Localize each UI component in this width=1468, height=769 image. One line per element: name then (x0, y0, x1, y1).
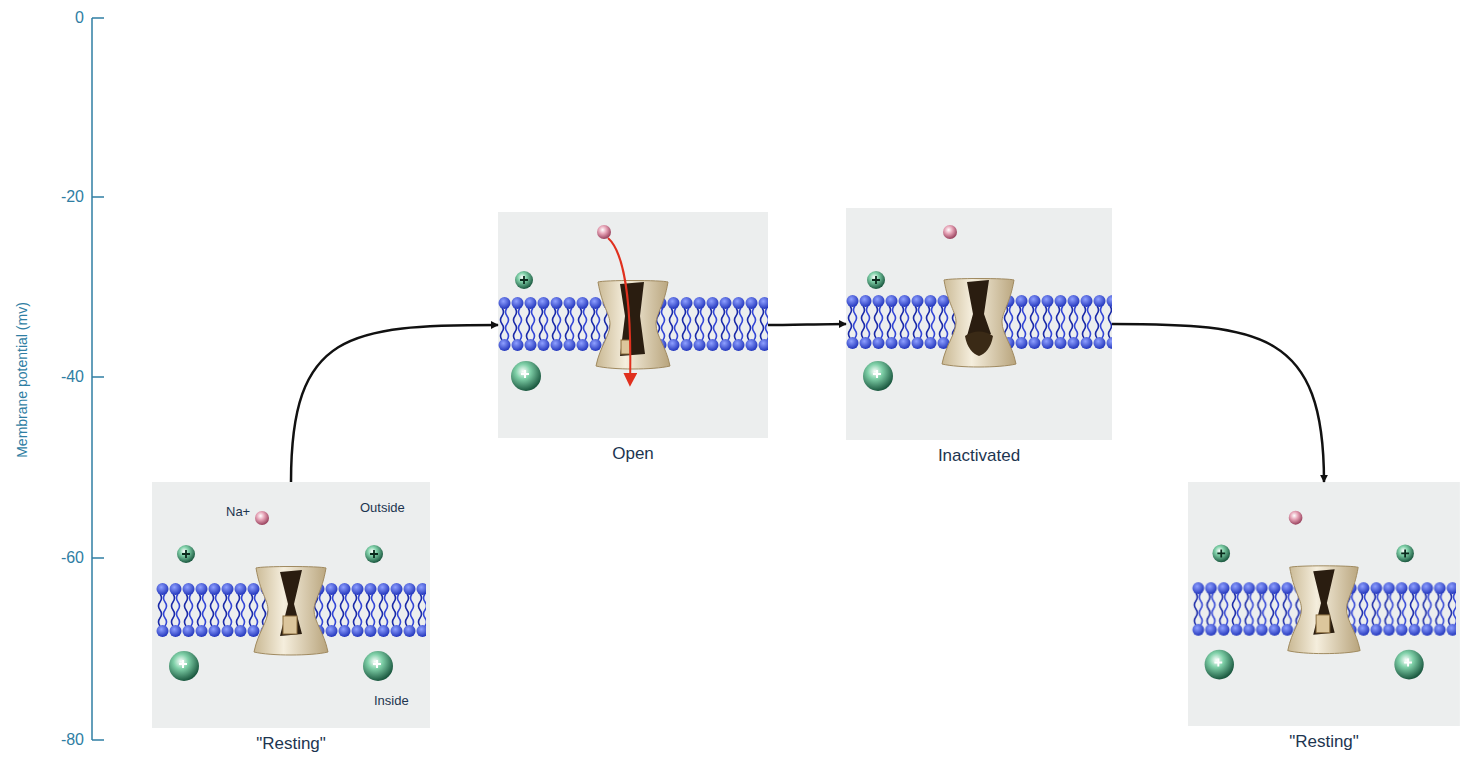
y-axis (92, 18, 104, 740)
tick-label: -20 (61, 188, 84, 206)
state-transition-arrow (768, 324, 846, 325)
channel-state-panel: Open (498, 212, 768, 438)
tick-label: -80 (61, 731, 84, 749)
tick-label: -40 (61, 368, 84, 386)
tick-label: -60 (61, 549, 84, 567)
resting-channel (1188, 482, 1460, 726)
channel-state-panel: "Resting" (152, 482, 430, 728)
state-transition-arrow (1112, 324, 1324, 482)
state-caption: "Resting" (122, 734, 460, 754)
part-label: Outside (360, 500, 405, 515)
state-transition-arrow (291, 325, 498, 482)
inactivated-channel (846, 208, 1112, 440)
state-caption: Open (468, 444, 798, 464)
tick-label: 0 (75, 9, 84, 27)
channel-state-panel: Inactivated (846, 208, 1112, 440)
channel-state-panel: "Resting" (1188, 482, 1460, 726)
resting-channel (152, 482, 430, 728)
part-label: Inside (374, 693, 409, 708)
part-label: Na+ (226, 504, 250, 519)
axis-title: Membrane potential (mv) (14, 302, 30, 458)
state-caption: "Resting" (1158, 732, 1468, 752)
state-caption: Inactivated (816, 446, 1142, 466)
open-channel (498, 212, 768, 438)
